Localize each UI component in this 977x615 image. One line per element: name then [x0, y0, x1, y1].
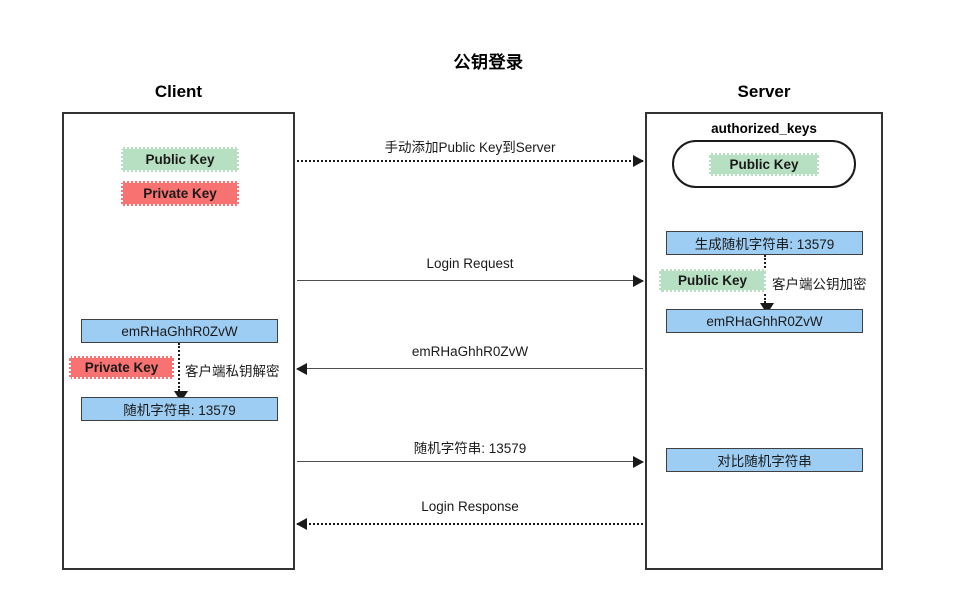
arrowhead-right-icon [633, 154, 644, 167]
server-encrypt-annotation: 客户端公钥加密 [772, 277, 867, 292]
client-private-key-box: Private Key [121, 181, 239, 206]
lifeline-box-server [645, 112, 883, 570]
message-line [297, 368, 643, 369]
client-public-key-box: Public Key [121, 147, 239, 172]
authorized-keys-container: Public Key [672, 140, 856, 188]
client-encrypted-payload-box: emRHaGhhR0ZvW [81, 319, 278, 343]
client-decrypt-annotation: 客户端私钥解密 [185, 364, 280, 379]
server-encrypted-payload-box: emRHaGhhR0ZvW [666, 309, 863, 333]
arrowhead-right-icon [633, 455, 644, 468]
message-label: Login Request [426, 256, 514, 271]
message-line [297, 280, 643, 281]
message-label: emRHaGhhR0ZvW [411, 344, 529, 359]
server-authorized-public-key-box: Public Key [709, 152, 819, 176]
message-line [297, 160, 643, 162]
client-decrypt-connector [173, 343, 188, 402]
message-label: Login Response [421, 499, 519, 514]
message-line [297, 523, 643, 525]
client-decrypted-value-box: 随机字符串: 13579 [81, 397, 278, 421]
server-generate-nonce-box: 生成随机字符串: 13579 [666, 231, 863, 255]
arrowhead-left-icon [296, 517, 307, 530]
arrowhead-down-icon [173, 391, 188, 402]
arrowhead-right-icon [633, 274, 644, 287]
server-compare-nonce-box: 对比随机字符串 [666, 448, 863, 472]
arrowhead-down-icon [759, 303, 774, 314]
lifeline-header-client: Client [154, 82, 203, 101]
message-line [297, 461, 643, 462]
lifeline-header-server: Server [737, 82, 791, 101]
arrowhead-left-icon [296, 362, 307, 375]
message-label: 手动添加Public Key到Server [384, 140, 556, 155]
page-title: 公钥登录 [453, 53, 524, 72]
authorized-keys-label: authorized_keys [711, 121, 817, 136]
server-public-key-box: Public Key [659, 269, 766, 292]
client-private-key-decrypt-box: Private Key [69, 356, 174, 379]
message-label: 随机字符串: 13579 [413, 441, 527, 456]
